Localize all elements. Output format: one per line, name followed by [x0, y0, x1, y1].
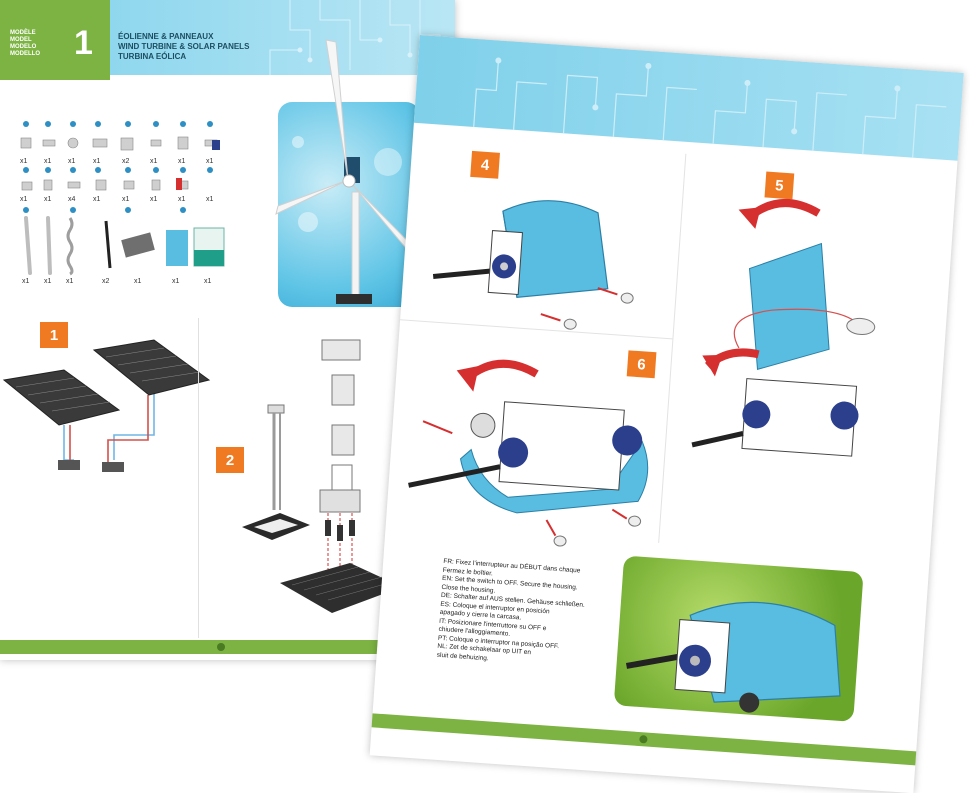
header-banner: ÉOLIENNE & PANNEAUX WIND TURBINE & SOLAR… — [110, 0, 455, 75]
model-number: 1 — [74, 24, 93, 62]
right-manual-page: 4 5 6 FR: Fixez l'interr — [369, 35, 964, 793]
header-title-en: WIND TURBINE & SOLAR PANELS — [118, 42, 250, 51]
step6-bottom-illustration — [408, 359, 649, 547]
turbine-photo — [275, 39, 429, 307]
footer-bar — [0, 640, 455, 654]
parts-list: x1 x1 x1 x1 x2 x1 x1 x1 x1 x1 x4 x1 x1 x… — [18, 118, 233, 288]
part-count-label: x1 — [172, 278, 180, 285]
part-count-label: x2 — [122, 158, 130, 165]
model-label-fr: MODÈLE — [10, 30, 36, 36]
footer-dot — [217, 643, 225, 651]
model-badge: MODÈLE MODEL MODELO MODELLO 1 — [0, 0, 110, 80]
right-header-banner — [413, 35, 964, 161]
part-count-label: x1 — [20, 196, 28, 203]
part-count-label: x1 — [150, 158, 158, 165]
model-label-it: MODELLO — [10, 51, 40, 57]
part-count-label: x1 — [150, 196, 158, 203]
part-count-label: x1 — [22, 278, 30, 285]
part-count-label: x1 — [204, 278, 212, 285]
step5-cover-illustration — [691, 199, 876, 457]
part-count-label: x1 — [134, 278, 142, 285]
model-label-es: MODELO — [10, 44, 37, 50]
part-count-label: x1 — [44, 278, 52, 285]
part-count-label: x1 — [206, 196, 214, 203]
part-count-label: x1 — [68, 158, 76, 165]
right-circuit-pattern — [473, 57, 947, 158]
tower-assembly-illustration — [242, 339, 402, 613]
step-badge-1: 1 — [40, 322, 68, 348]
parts-illustration — [20, 121, 225, 276]
part-count-label: x1 — [44, 158, 52, 165]
part-count-label: x1 — [93, 158, 101, 165]
part-count-label: x1 — [44, 196, 52, 203]
part-count-label: x1 — [178, 196, 186, 203]
assembled-housing-photo — [613, 555, 864, 722]
step4-housing-illustration — [432, 200, 634, 330]
left-manual-page: MODÈLE MODEL MODELO MODELLO 1 ÉOLIENNE &… — [0, 0, 455, 660]
part-count-label: x1 — [122, 196, 130, 203]
vertical-divider — [198, 318, 199, 638]
header-title-fr: ÉOLIENNE & PANNEAUX — [118, 32, 214, 41]
part-count-label: x4 — [68, 196, 76, 203]
multilingual-instructions: FR: Fixez l'interrupteur au DÉBUT dans c… — [436, 558, 613, 672]
solar-panels-illustration — [2, 339, 211, 472]
turbine-illustration — [275, 39, 429, 304]
part-count-label: x1 — [93, 196, 101, 203]
assembled-housing-illustration — [625, 601, 841, 713]
part-count-label: x1 — [20, 158, 28, 165]
step-badge-2: 2 — [216, 447, 244, 473]
header-title-es: TURBINA EÓLICA — [118, 52, 187, 61]
part-count-label: x1 — [206, 158, 214, 165]
part-count-label: x1 — [66, 278, 74, 285]
part-count-label: x1 — [178, 158, 186, 165]
part-count-label: x2 — [102, 278, 110, 285]
model-label-en: MODEL — [10, 37, 32, 43]
